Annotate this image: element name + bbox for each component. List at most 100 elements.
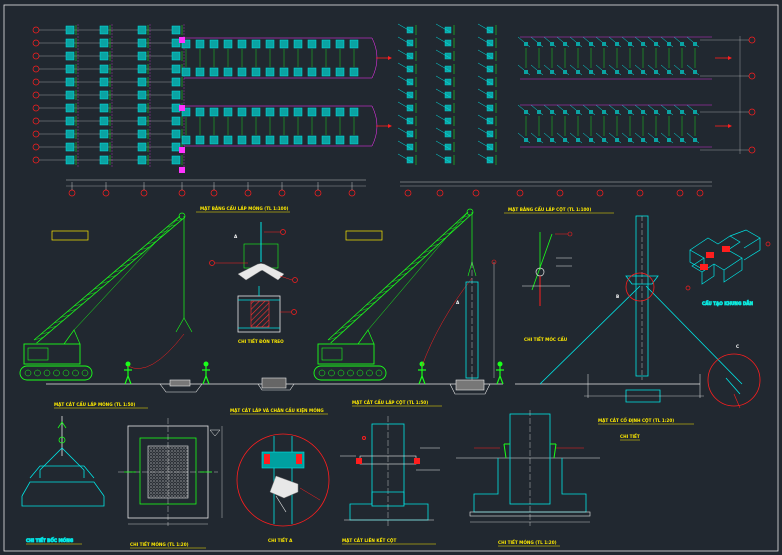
footing: [349, 107, 359, 117]
column-base: [444, 143, 452, 151]
column-base: [693, 138, 697, 142]
footing: [171, 64, 181, 74]
boom-lacing: [160, 230, 170, 234]
boom-lacing: [334, 331, 344, 335]
boom-lacing: [87, 292, 97, 296]
boom-chord: [36, 218, 183, 344]
footing: [171, 116, 181, 126]
sling-frame-detail: A: [209, 222, 298, 283]
pendant-rope: [367, 211, 469, 331]
a-frame: [357, 329, 375, 345]
lifted-column: [397, 75, 413, 85]
footing: [307, 39, 317, 49]
track-wheel: [72, 369, 79, 377]
column-base: [486, 65, 494, 73]
sling: [175, 317, 193, 333]
footing: [237, 39, 247, 49]
footing: [349, 135, 359, 145]
footing: [237, 67, 247, 77]
column-base: [486, 130, 494, 138]
column-base: [444, 52, 452, 60]
boom-lacing: [359, 307, 369, 312]
footing: [209, 107, 219, 117]
boom-lacing: [397, 272, 408, 277]
detail-b-title: CHI TIẾT: [620, 433, 640, 439]
tag-rope: [127, 333, 185, 369]
boom-lacing: [353, 313, 363, 317]
footing: [181, 135, 191, 145]
column-base: [406, 117, 414, 125]
footing: [349, 39, 359, 49]
grid-axis-marker: [472, 189, 480, 197]
grid-axis-marker: [676, 189, 684, 197]
lifted-column: [477, 62, 493, 72]
hoisting-frame-detail: CHI TIẾT ĐÒN TREO: [237, 286, 297, 344]
column-base: [693, 42, 697, 46]
sling-detail-title: CHI TIẾT ĐÒN TREO: [238, 338, 284, 344]
cab-window: [321, 347, 343, 361]
worker-body: [496, 366, 504, 385]
grid-axis-marker: [436, 189, 444, 197]
footing: [237, 107, 247, 117]
footing: [137, 142, 147, 152]
footing: [335, 39, 345, 49]
footing: [279, 39, 289, 49]
footing: [251, 107, 261, 117]
grid-axis-marker: [696, 189, 704, 197]
column-base: [550, 138, 554, 142]
footing: [99, 77, 109, 87]
boom-lacing: [417, 255, 427, 259]
direction-arrow-head: [388, 56, 392, 60]
lifted-column: [435, 88, 451, 98]
footing: [265, 39, 275, 49]
column-base: [486, 91, 494, 99]
direction-arrow-head: [728, 124, 732, 128]
column-base: [602, 110, 606, 114]
boom-lacing: [53, 320, 64, 324]
column-base: [680, 110, 684, 114]
grid-axis-marker: [636, 189, 644, 197]
column-base: [693, 70, 697, 74]
footing: [99, 25, 109, 35]
boom-lacing: [33, 337, 44, 341]
boom-lacing: [100, 280, 110, 284]
boom-lacing: [80, 297, 90, 301]
column-base: [654, 70, 658, 74]
footing: [65, 116, 75, 126]
grid-axis-marker: [32, 130, 40, 138]
lifted-column: [435, 49, 451, 59]
crane-left-title: MẶT CẮT CẨU LẮP MÓNG (TL 1:50): [54, 402, 135, 407]
boom-sheave: [466, 208, 474, 216]
track-wheel: [34, 369, 41, 377]
column-base: [667, 42, 671, 46]
footing: [335, 107, 345, 117]
footing: [181, 39, 191, 49]
footing: [171, 77, 181, 87]
footing: [223, 39, 233, 49]
grid-axis-marker: [404, 189, 412, 197]
lifted-column: [435, 153, 451, 163]
boom-lacing: [126, 258, 137, 262]
crane-mid-title: MẶT CẮT CẨU LẮP CỘT (TL 1:50): [352, 400, 428, 405]
lifted-column: [477, 101, 493, 111]
boom-lacing: [366, 302, 376, 306]
footing: [137, 25, 147, 35]
lifted-column: [477, 36, 493, 46]
column-base: [641, 110, 645, 114]
crane-left: [19, 212, 210, 385]
footing: [137, 129, 147, 139]
lifted-column: [435, 36, 451, 46]
grid-axis-marker: [68, 189, 76, 197]
footing: [65, 129, 75, 139]
footing: [265, 107, 275, 117]
footing: [195, 67, 205, 77]
column-base: [641, 70, 645, 74]
boom-lacing: [327, 336, 338, 341]
column-splice-section: MẶT CẮT LIÊN KẾT CỘT: [340, 416, 440, 545]
footing: [65, 25, 75, 35]
column-base: [486, 156, 494, 164]
column-base: [550, 42, 554, 46]
column-base: [406, 39, 414, 47]
boom-lacing: [347, 319, 357, 323]
footing: [335, 135, 345, 145]
